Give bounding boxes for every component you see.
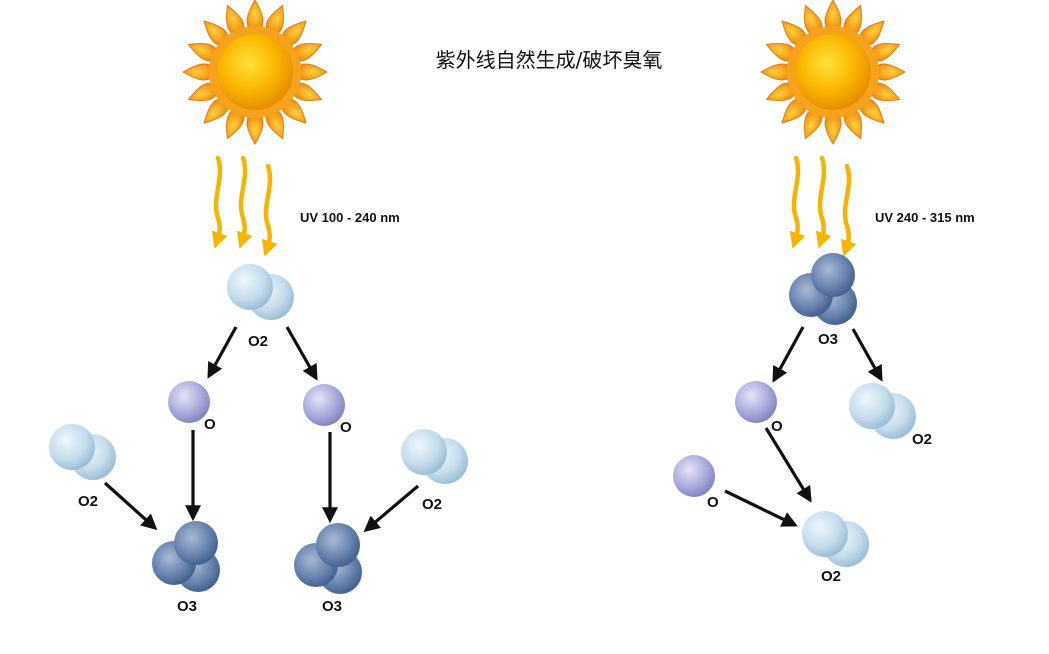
o2-label: O2	[248, 333, 268, 350]
left-panel: UV 100 - 240 nm O2 O O O2 O2	[49, 0, 468, 615]
uv-wavelength-label: UV 240 - 315 nm	[875, 210, 975, 225]
sun-icon	[182, 0, 328, 145]
o2-label: O2	[912, 431, 932, 448]
o2-label: O2	[78, 493, 98, 510]
combine-arrow	[103, 481, 158, 531]
split-arrow-right	[285, 326, 318, 381]
o2-molecule	[802, 511, 869, 567]
o3-label: O3	[177, 598, 197, 615]
o-atom	[735, 381, 777, 423]
o-label: O	[771, 418, 783, 435]
combine-arrow	[764, 427, 812, 503]
o-atom	[673, 455, 715, 497]
o2-molecule	[849, 383, 916, 439]
combine-arrow	[363, 484, 420, 533]
o2-molecule	[49, 424, 116, 480]
o-label: O	[340, 419, 352, 436]
uv-waves-icon	[211, 155, 278, 257]
o2-label: O2	[422, 496, 442, 513]
uv-waves-icon	[789, 155, 857, 257]
sun-icon	[760, 0, 906, 145]
o2-label: O2	[821, 568, 841, 585]
diagram-title: 紫外线自然生成/破坏臭氧	[436, 48, 663, 72]
split-arrow-right	[851, 328, 883, 382]
split-arrow-left	[772, 326, 805, 383]
o-atom	[168, 381, 210, 423]
o2-molecule	[401, 429, 468, 484]
o-atom	[303, 384, 345, 426]
o-label: O	[204, 416, 216, 433]
o3-label: O3	[818, 331, 838, 348]
split-arrow-left	[207, 326, 238, 379]
o2-molecule	[227, 264, 294, 320]
uv-wavelength-label: UV 100 - 240 nm	[300, 210, 400, 225]
o3-molecule	[294, 523, 362, 594]
o-label: O	[707, 494, 719, 511]
combine-arrow	[724, 489, 798, 527]
o3-label: O3	[322, 598, 342, 615]
o3-molecule	[152, 521, 220, 592]
right-panel: UV 240 - 315 nm O3 O O2 O O2	[673, 0, 975, 585]
o3-molecule	[789, 253, 857, 325]
